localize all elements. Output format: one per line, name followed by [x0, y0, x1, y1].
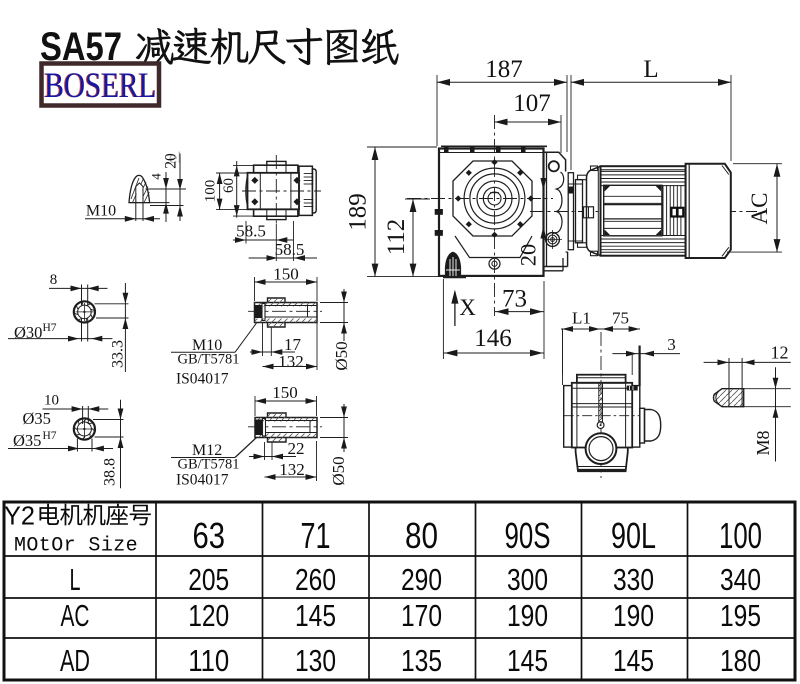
svg-text:110: 110 — [188, 643, 229, 678]
svg-text:330: 330 — [613, 562, 654, 597]
svg-text:el: el — [169, 150, 181, 167]
svg-text:Y2: Y2 — [4, 501, 35, 531]
svg-text:L: L — [643, 56, 658, 83]
svg-text:GB/T5781: GB/T5781 — [178, 457, 240, 473]
svg-text:12: 12 — [771, 343, 789, 363]
svg-text:100: 100 — [719, 515, 762, 556]
svg-text:90L: 90L — [611, 515, 656, 556]
svg-text:300: 300 — [507, 562, 548, 597]
svg-text:Ø35: Ø35 — [13, 431, 41, 450]
svg-text:8: 8 — [50, 272, 58, 288]
svg-text:190: 190 — [613, 598, 654, 633]
svg-text:187: 187 — [485, 56, 523, 83]
svg-text:3: 3 — [667, 335, 676, 354]
svg-text:260: 260 — [295, 562, 336, 597]
svg-text:60: 60 — [221, 178, 237, 193]
svg-text:100: 100 — [202, 180, 218, 203]
svg-text:180: 180 — [720, 643, 761, 678]
svg-text:195: 195 — [720, 598, 761, 633]
svg-text:M10: M10 — [86, 203, 116, 220]
svg-text:58.5: 58.5 — [236, 222, 266, 241]
svg-text:130: 130 — [295, 643, 336, 678]
svg-text:146: 146 — [474, 325, 512, 352]
svg-text:205: 205 — [188, 562, 229, 597]
svg-text:10: 10 — [44, 393, 59, 409]
svg-text:75: 75 — [612, 309, 629, 328]
svg-text:63: 63 — [192, 515, 225, 556]
svg-text:L1: L1 — [572, 309, 591, 328]
svg-text:90S: 90S — [505, 515, 551, 556]
svg-text:Ø30: Ø30 — [14, 323, 42, 342]
svg-text:GB/T5781: GB/T5781 — [178, 352, 240, 368]
svg-text:L: L — [70, 562, 81, 597]
svg-text:IS04017: IS04017 — [176, 472, 229, 489]
svg-text:M8: M8 — [753, 430, 773, 455]
svg-text:340: 340 — [720, 562, 761, 597]
svg-text:120: 120 — [188, 598, 229, 633]
svg-text:M10: M10 — [192, 337, 222, 354]
svg-text:132: 132 — [279, 460, 305, 479]
svg-text:145: 145 — [295, 598, 336, 633]
svg-text:150: 150 — [272, 383, 298, 402]
svg-text:290: 290 — [401, 562, 442, 597]
svg-text:H7: H7 — [43, 322, 57, 334]
svg-text:BOSERL: BOSERL — [45, 65, 157, 105]
svg-text:145: 145 — [613, 643, 654, 678]
svg-text:71: 71 — [301, 515, 331, 556]
svg-text:AC: AC — [747, 193, 772, 225]
svg-text:132: 132 — [278, 352, 304, 371]
svg-text:112: 112 — [383, 219, 410, 256]
svg-text:IS04017: IS04017 — [176, 371, 229, 388]
svg-text:Ø50: Ø50 — [332, 341, 351, 370]
svg-text:190: 190 — [507, 598, 548, 633]
svg-text:MOtOr Size: MOtOr Size — [14, 535, 138, 558]
svg-text:73: 73 — [502, 286, 527, 313]
svg-text:Ø50: Ø50 — [329, 456, 348, 485]
svg-text:150: 150 — [273, 265, 299, 284]
svg-text:145: 145 — [507, 643, 548, 678]
svg-text:AC: AC — [61, 598, 90, 633]
svg-text:170: 170 — [401, 598, 442, 633]
svg-text:107: 107 — [513, 90, 551, 117]
svg-text:80: 80 — [405, 515, 438, 556]
svg-text:X: X — [459, 295, 476, 320]
svg-text:M12: M12 — [192, 442, 222, 459]
svg-text:22: 22 — [288, 439, 305, 458]
svg-text:Ø35: Ø35 — [23, 409, 51, 428]
svg-text:135: 135 — [401, 643, 442, 678]
svg-text:BOSERL: BOSERL — [44, 65, 156, 105]
svg-text:AD: AD — [60, 643, 90, 678]
svg-text:58.5: 58.5 — [275, 240, 305, 259]
svg-text:H7: H7 — [43, 430, 57, 442]
svg-text:189: 189 — [345, 193, 372, 231]
svg-text:20: 20 — [516, 244, 541, 267]
svg-text:17: 17 — [284, 335, 302, 354]
svg-text:33.3: 33.3 — [110, 340, 127, 368]
svg-text:4: 4 — [148, 173, 163, 180]
svg-text:20: 20 — [162, 153, 179, 169]
svg-text:38.8: 38.8 — [102, 458, 119, 486]
